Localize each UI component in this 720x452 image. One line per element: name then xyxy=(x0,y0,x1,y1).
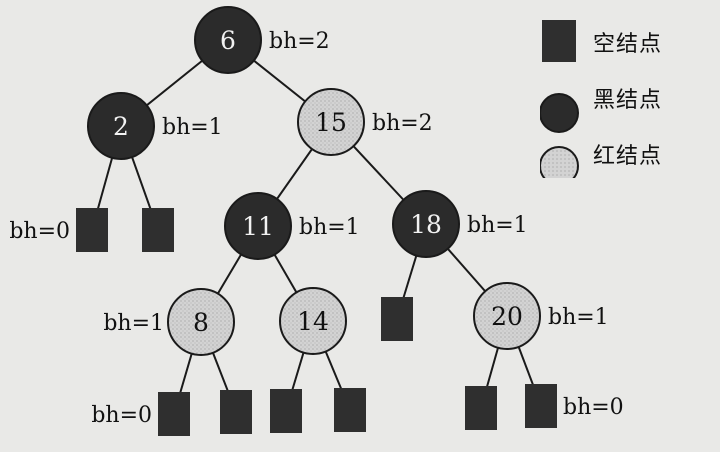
nil-node xyxy=(76,208,108,252)
legend-nil-label: 空结点 xyxy=(593,32,663,57)
node-bh-label-15: bh=2 xyxy=(372,111,433,136)
node-key-20: 20 xyxy=(491,302,523,331)
node-bh-label-11: bh=1 xyxy=(299,215,360,240)
node-bh-label-2: bh=1 xyxy=(162,115,223,140)
node-key-14: 14 xyxy=(297,307,329,336)
node-key-6: 6 xyxy=(220,26,236,55)
nil-node xyxy=(142,208,174,252)
nil-node xyxy=(220,390,252,434)
black-node-11 xyxy=(224,192,292,260)
node-bh-label-8: bh=1 xyxy=(103,311,164,336)
red-node-14 xyxy=(279,287,347,355)
legend-red-swatch xyxy=(540,146,579,178)
node-key-15: 15 xyxy=(315,108,347,137)
red-node-8 xyxy=(167,288,235,356)
legend-black-label: 黑结点 xyxy=(593,88,663,113)
legend-red-label: 红结点 xyxy=(593,144,663,169)
nil-bh-label: bh=0 xyxy=(9,219,70,244)
red-node-15 xyxy=(297,88,365,156)
node-key-2: 2 xyxy=(113,112,129,141)
node-bh-label-18: bh=1 xyxy=(467,213,528,238)
black-node-18 xyxy=(392,190,460,258)
nil-node xyxy=(334,388,366,432)
nil-node xyxy=(465,386,497,430)
legend-black-swatch xyxy=(540,93,579,133)
node-key-18: 18 xyxy=(410,210,442,239)
nil-node xyxy=(158,392,190,436)
nil-bh-label: bh=0 xyxy=(91,403,152,428)
node-bh-label-6: bh=2 xyxy=(269,29,330,54)
red-node-20 xyxy=(473,282,541,350)
black-node-2 xyxy=(87,92,155,160)
black-node-6 xyxy=(194,6,262,74)
node-key-8: 8 xyxy=(193,308,209,337)
node-bh-label-20: bh=1 xyxy=(548,305,609,330)
legend-nil-swatch xyxy=(542,20,576,62)
nil-bh-label: bh=0 xyxy=(563,395,624,420)
nil-node xyxy=(381,297,413,341)
nil-node xyxy=(270,389,302,433)
nil-node xyxy=(525,384,557,428)
legend-swatches xyxy=(540,20,579,178)
node-key-11: 11 xyxy=(242,212,274,241)
